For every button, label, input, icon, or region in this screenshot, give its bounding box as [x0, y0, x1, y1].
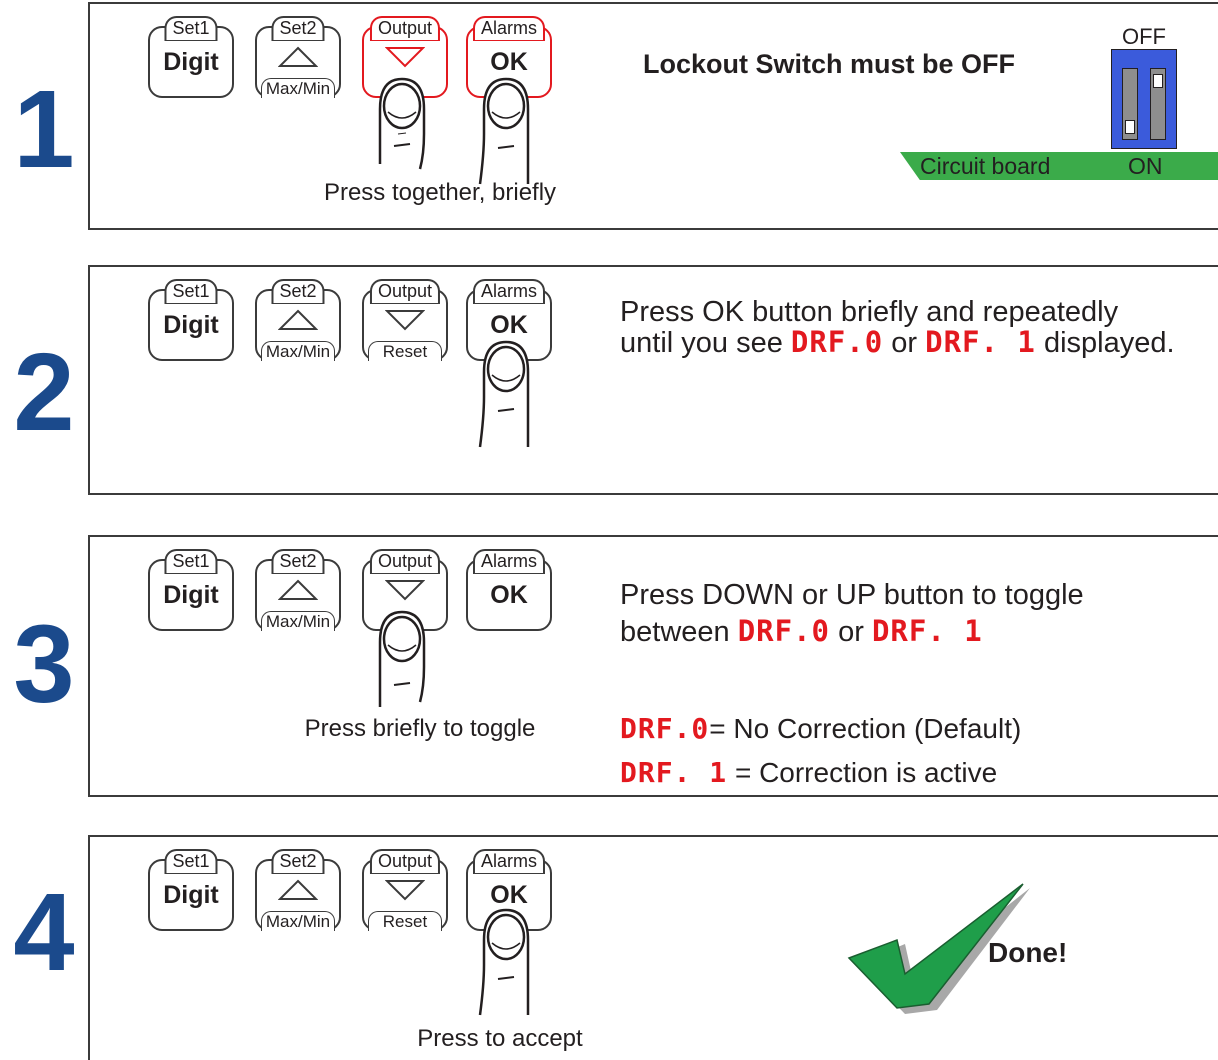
set1-digit-button[interactable]: Set1 Digit: [148, 279, 234, 361]
button-sub-label: Max/Min: [261, 611, 335, 631]
button-tab-label: Set2: [271, 849, 325, 874]
instruction-line: until you see DRF.0 or DRF. 1 displayed.: [620, 325, 1175, 359]
display-code: DRF. 1: [620, 756, 728, 789]
lockout-heading: Lockout Switch must be OFF: [643, 49, 1016, 79]
button-label: Digit: [163, 581, 219, 609]
switch-off-label: OFF: [1122, 24, 1166, 49]
button-tab-label: Set2: [271, 16, 325, 41]
instruction-text: Press DOWN or UP button to toggle betwee…: [620, 580, 1084, 647]
instruction-line: Press DOWN or UP button to toggle: [620, 579, 1084, 611]
set1-digit-button[interactable]: Set1 Digit: [148, 849, 234, 931]
display-code: DRF. 1: [925, 325, 1036, 359]
button-tab-label: Set1: [164, 849, 218, 874]
button-label: Digit: [163, 311, 219, 339]
circuit-board-label: Circuit board: [920, 153, 1051, 179]
switch-on-label: ON: [1128, 153, 1163, 179]
step-panel-4: Set1 Digit Set2 Max/Min Output Reset Ala…: [88, 835, 1218, 1060]
set2-up-button[interactable]: Set2 Max/Min: [255, 549, 341, 631]
up-arrow-icon: [278, 46, 318, 67]
button-label: Digit: [163, 48, 219, 76]
down-arrow-icon: [385, 880, 425, 901]
step-panel-3: Set1 Digit Set2 Max/Min Output Alarms OK…: [88, 535, 1218, 797]
down-arrow-icon: [385, 47, 425, 68]
button-row: Set1 Digit Set2 Max/Min Output Alarms OK: [90, 537, 552, 637]
output-down-button[interactable]: Output Reset: [362, 849, 448, 931]
button-tab-label: Alarms: [472, 279, 546, 304]
finger-pointer-icon: [378, 610, 426, 707]
finger-pointer-icon: [478, 340, 530, 448]
instruction-text: Press OK button briefly and repeatedly u…: [620, 297, 1175, 358]
display-code: DRF.0: [790, 325, 884, 359]
button-sub-label: Max/Min: [261, 78, 335, 98]
set2-up-button[interactable]: Set2 Max/Min: [255, 16, 341, 98]
step-caption: Press briefly to toggle: [304, 715, 536, 742]
step-number: 1: [13, 68, 75, 191]
button-sub-label: Reset: [368, 341, 442, 361]
up-arrow-icon: [278, 879, 318, 900]
down-arrow-icon: [385, 310, 425, 331]
step-caption: Press together, briefly: [323, 179, 557, 206]
definition-item: DRF. 1 = Correction is active: [620, 756, 998, 789]
instruction-line: between DRF.0 or DRF. 1: [620, 614, 983, 648]
button-label: OK: [490, 581, 528, 609]
finger-pointer-icon: [378, 77, 426, 170]
button-sub-label: Max/Min: [261, 911, 335, 931]
step-number: 2: [13, 331, 75, 454]
button-tab-label: Set1: [164, 549, 218, 574]
button-sub-label: Max/Min: [261, 341, 335, 361]
finger-pointer-icon: [478, 77, 530, 185]
step-panel-1: Set1 Digit Set2 Max/Min Output Alarms OK…: [88, 2, 1218, 230]
button-tab-label: Set2: [271, 549, 325, 574]
step-panel-2: Set1 Digit Set2 Max/Min Output Reset Ala…: [88, 265, 1218, 495]
definition-item: DRF.0= No Correction (Default): [620, 712, 1022, 745]
button-tab-label: Alarms: [472, 849, 546, 874]
button-tab-label: Output: [369, 549, 441, 574]
circuit-board: Circuit board ON: [900, 152, 1218, 180]
button-label: OK: [490, 48, 528, 76]
button-label: OK: [490, 881, 528, 909]
down-arrow-icon: [385, 580, 425, 601]
up-arrow-icon: [278, 309, 318, 330]
step-caption: Press to accept: [417, 1025, 583, 1052]
set1-digit-button[interactable]: Set1 Digit: [148, 549, 234, 631]
done-label: Done!: [988, 937, 1068, 968]
set2-up-button[interactable]: Set2 Max/Min: [255, 849, 341, 931]
step-number: 4: [13, 871, 75, 994]
checkmark-icon: [847, 883, 1030, 1014]
up-arrow-icon: [278, 579, 318, 600]
button-label: OK: [490, 311, 528, 339]
alarms-ok-button[interactable]: Alarms OK: [466, 549, 552, 631]
button-row: Set1 Digit Set2 Max/Min Output Alarms OK: [90, 4, 552, 104]
button-tab-label: Set1: [164, 16, 218, 41]
button-tab-label: Alarms: [472, 549, 546, 574]
button-row: Set1 Digit Set2 Max/Min Output Reset Ala…: [90, 837, 552, 937]
button-sub-label: Reset: [368, 911, 442, 931]
set1-digit-button[interactable]: Set1 Digit: [148, 16, 234, 98]
button-label: Digit: [163, 881, 219, 909]
button-tab-label: Set2: [271, 279, 325, 304]
output-down-button[interactable]: Output Reset: [362, 279, 448, 361]
button-tab-label: Set1: [164, 279, 218, 304]
button-tab-label: Output: [369, 849, 441, 874]
display-code: DRF.0: [737, 614, 831, 648]
instruction-line: Press OK button briefly and repeatedly: [620, 296, 1119, 328]
finger-pointer-icon: [478, 908, 530, 1016]
definition-list: DRF.0= No Correction (Default) DRF. 1 = …: [620, 707, 1021, 795]
set2-up-button[interactable]: Set2 Max/Min: [255, 279, 341, 361]
button-tab-label: Output: [369, 279, 441, 304]
dip-switch: [1111, 49, 1177, 149]
display-code: DRF.0: [620, 712, 710, 745]
step-number: 3: [13, 603, 75, 726]
button-tab-label: Alarms: [472, 16, 546, 41]
button-tab-label: Output: [369, 16, 441, 41]
button-row: Set1 Digit Set2 Max/Min Output Reset Ala…: [90, 267, 552, 367]
output-down-button[interactable]: Output: [362, 16, 448, 98]
display-code: DRF. 1: [871, 614, 983, 648]
